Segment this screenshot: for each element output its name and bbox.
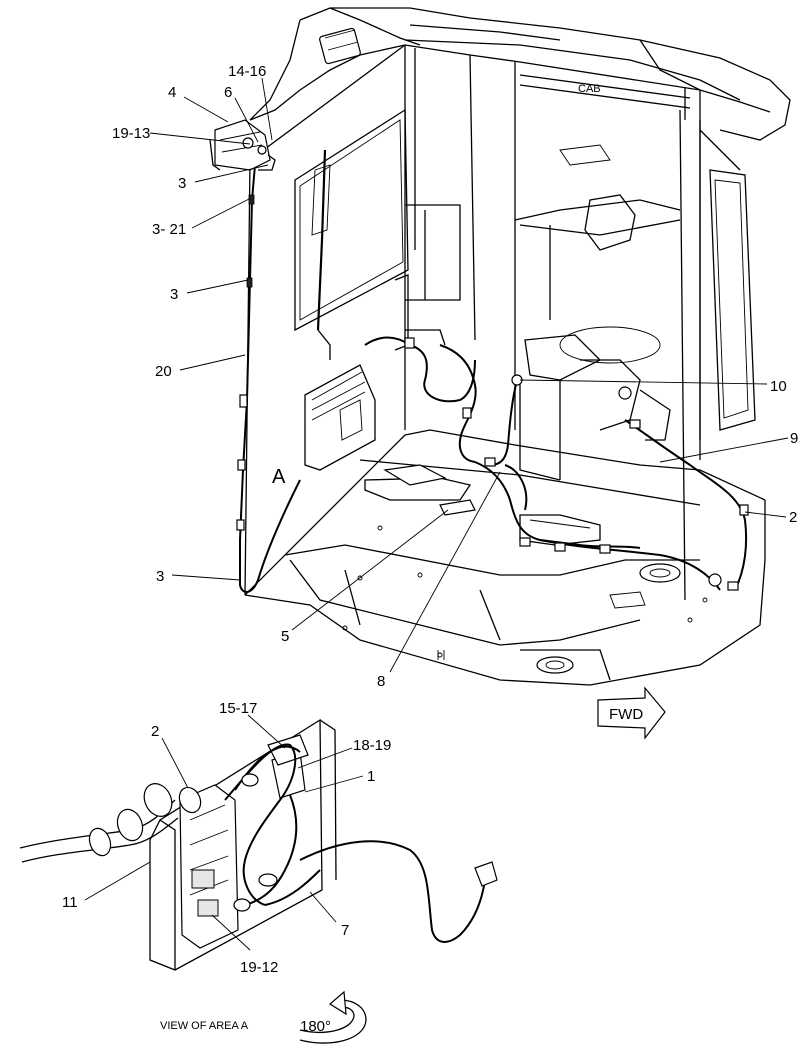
callout-19-12: 19-12 bbox=[240, 959, 278, 976]
cab-floor bbox=[244, 429, 766, 686]
callout-20: 20 bbox=[155, 363, 172, 380]
callout-1: 1 bbox=[367, 768, 375, 785]
cab-label: CAB bbox=[578, 83, 601, 95]
callout-11: 11 bbox=[62, 894, 78, 911]
callout-10: 10 bbox=[770, 378, 787, 395]
callout-9: 9 bbox=[790, 430, 798, 447]
inset-view-area-a bbox=[19, 718, 498, 971]
callout-3-21: 3- 21 bbox=[152, 221, 186, 238]
callout-3-bottom: 3 bbox=[156, 568, 164, 585]
callout-6: 6 bbox=[224, 84, 232, 101]
wiring-harness bbox=[236, 164, 749, 593]
rear-wall-panel bbox=[244, 44, 446, 596]
callout-15-17: 15-17 bbox=[219, 700, 257, 717]
rotation-label: 180° bbox=[300, 1018, 331, 1035]
callout-5: 5 bbox=[281, 628, 289, 645]
callout-7: 7 bbox=[341, 922, 349, 939]
callout-14-16: 14-16 bbox=[228, 63, 266, 80]
cab-roof bbox=[249, 7, 791, 171]
fwd-label: FWD bbox=[609, 706, 643, 723]
cab-frame bbox=[404, 44, 756, 601]
callout-3-top: 3 bbox=[178, 175, 186, 192]
callout-leaders bbox=[149, 77, 789, 673]
area-a-marker: A bbox=[272, 466, 286, 488]
callout-2-right: 2 bbox=[789, 509, 797, 526]
callout-19-13: 19-13 bbox=[112, 125, 150, 142]
callout-8: 8 bbox=[377, 673, 385, 690]
callout-4: 4 bbox=[168, 84, 176, 101]
view-caption: VIEW OF AREA A bbox=[160, 1020, 249, 1032]
callout-2-inset: 2 bbox=[151, 723, 159, 740]
inset-leaders bbox=[84, 714, 364, 951]
callout-labels: 4 6 14-16 19-13 3 3- 21 3 20 10 9 2 3 5 … bbox=[62, 63, 798, 1035]
upper-bracket-assembly bbox=[209, 119, 276, 171]
callout-3-mid: 3 bbox=[170, 286, 178, 303]
rotation-arrow bbox=[299, 990, 367, 1044]
callout-18-19: 18-19 bbox=[353, 737, 391, 754]
fwd-arrow bbox=[597, 686, 666, 740]
